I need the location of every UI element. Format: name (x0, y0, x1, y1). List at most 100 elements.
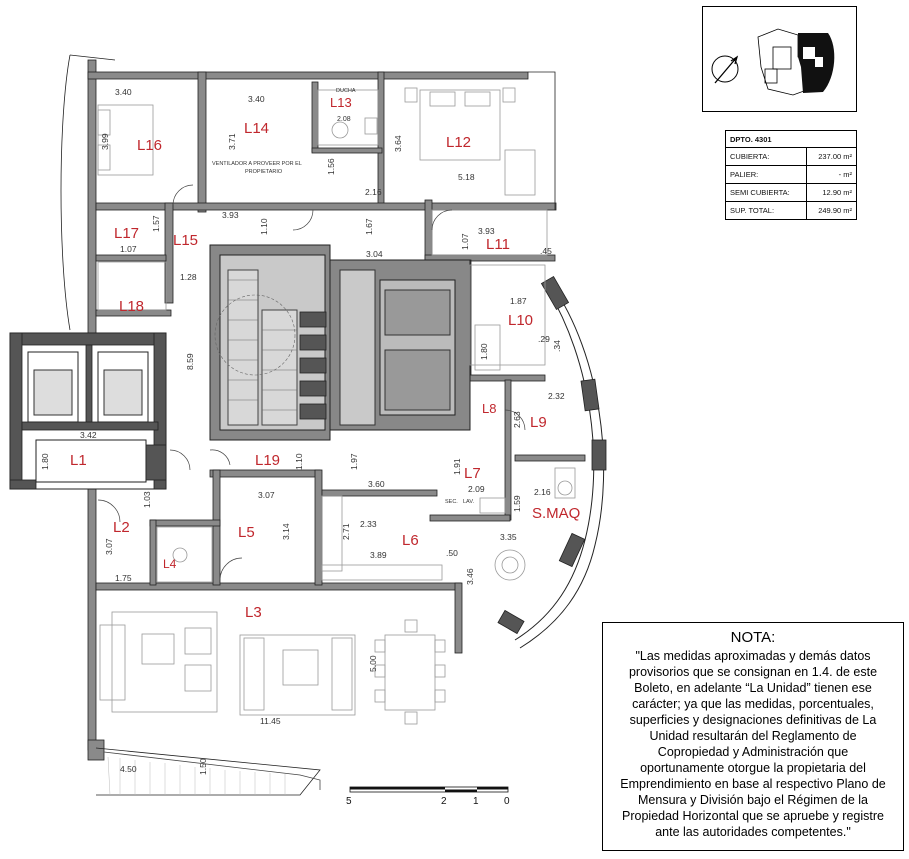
dimension: 2.63 (512, 411, 522, 428)
dimension: 3.40 (248, 94, 265, 104)
note-line: Emprendimiento en base al respectivo Pla… (620, 777, 886, 791)
scale-bar: 5 2 1 0 (346, 786, 510, 807)
dimension: 2.16 (534, 487, 551, 497)
area-label: SUP. TOTAL: (725, 201, 807, 220)
dimension: 3.42 (80, 430, 97, 440)
dimension: 1.67 (364, 218, 374, 235)
area-label: SEMI CUBIERTA: (725, 183, 807, 202)
note-line: Unidad resultarán del Reglamento de (649, 729, 857, 743)
room-smaq: S.MAQ (532, 505, 580, 522)
lav-label: LAV. (463, 499, 474, 505)
dimension: 3.60 (368, 479, 385, 489)
room-l14: L14 (244, 120, 269, 137)
dimension: 1.56 (326, 158, 336, 175)
room-labels: L1 L2 L3 L4 L5 L6 L7 L8 L9 L10 L11 L12 L… (70, 95, 580, 621)
room-l2: L2 (113, 519, 130, 536)
dimension: 1.03 (142, 491, 152, 508)
dimension: 3.14 (281, 523, 291, 540)
dimension: 3.71 (227, 133, 237, 150)
scale-label: 2 (441, 796, 447, 807)
elevator-lobby (9, 332, 167, 490)
legal-note-box: NOTA: "Las medidas aproximadas y demás d… (602, 622, 904, 851)
dimension: 2.33 (360, 519, 377, 529)
dimension: 3.07 (258, 490, 275, 500)
sec-label: SEC. (445, 499, 458, 505)
dimension: 1.75 (115, 573, 132, 583)
ventilador-note-line2: PROPIETARIO (245, 169, 283, 175)
room-l17: L17 (114, 225, 139, 242)
dimension: 1.07 (460, 233, 470, 250)
exterior-walls (60, 54, 607, 796)
dimension: 1.80 (40, 453, 50, 470)
dimension: 11.45 (260, 716, 281, 726)
dimension: 3.93 (222, 210, 239, 220)
note-line: superficies y designaciones definitivas … (629, 713, 877, 727)
dimension: 3.07 (104, 538, 114, 555)
dimension: 5.18 (458, 172, 475, 182)
dimension: 1.91 (452, 458, 462, 475)
note-line: Mensura y División bajo el Régimen de la (638, 793, 868, 807)
room-l16: L16 (137, 137, 162, 154)
note-line: Propiedad Horizontal que se apruebe y re… (622, 809, 884, 823)
area-label: CUBIERTA: (725, 147, 807, 166)
dimension: 1.80 (479, 343, 489, 360)
dimension: 1.50 (198, 758, 208, 775)
dimension: 1.07 (120, 244, 137, 254)
dimension: 3.93 (478, 226, 495, 236)
dimension: 3.64 (393, 135, 403, 152)
room-l19: L19 (255, 452, 280, 469)
dimension: 8.59 (185, 353, 195, 370)
ventilador-note-line1: VENTILADOR A PROVEER POR EL (212, 161, 302, 167)
room-l8: L8 (482, 401, 496, 416)
dimension: 2.71 (341, 523, 351, 540)
note-line: Copropiedad y Administración que (657, 745, 849, 759)
room-l10: L10 (508, 312, 533, 329)
dimension: 5.00 (368, 655, 378, 672)
building-core (209, 244, 471, 441)
dimension: 2.08 (337, 116, 351, 123)
room-l6: L6 (402, 532, 419, 549)
key-plan (702, 6, 857, 112)
note-line: Boleto, en adelante “La Unidad” tienen e… (634, 681, 872, 695)
north-arrow-icon (714, 55, 739, 84)
room-l15: L15 (173, 232, 198, 249)
dimension: 1.97 (349, 453, 359, 470)
plan-annotations: VENTILADOR A PROVEER POR EL PROPIETARIO … (212, 88, 474, 505)
room-l3: L3 (245, 604, 262, 621)
area-value: 12.90 m² (805, 183, 858, 202)
dimension: 1.10 (294, 453, 304, 470)
scale-label: 5 (346, 796, 352, 807)
dimension: 1.57 (151, 215, 161, 232)
room-l13: L13 (330, 95, 352, 110)
note-title: NOTA: (730, 629, 776, 646)
ducha-label: DUCHA (336, 88, 356, 94)
dimension: 4.50 (120, 764, 137, 774)
dimension: 3.99 (100, 133, 110, 150)
area-value: - m² (805, 165, 858, 184)
interior-walls (95, 81, 586, 586)
room-l11: L11 (486, 236, 510, 253)
room-l9: L9 (530, 414, 547, 431)
dimension: 3.40 (115, 87, 132, 97)
note-line: "Las medidas aproximadas y demás datos (635, 649, 871, 663)
room-l12: L12 (446, 134, 471, 151)
dimension: 3.04 (366, 249, 383, 259)
doors (97, 184, 526, 581)
room-l4: L4 (163, 557, 177, 571)
dimension-labels: 3.40 3.99 3.40 3.71 2.08 3.64 5.18 1.56 … (40, 87, 565, 775)
balcony (103, 751, 321, 796)
dimension: 1.10 (259, 218, 269, 235)
dimension: 3.35 (500, 532, 517, 542)
room-l7: L7 (464, 465, 481, 482)
room-l5: L5 (238, 524, 255, 541)
note-body: "Las medidas aproximadas y demás datos p… (603, 648, 903, 840)
dimension: 1.87 (510, 296, 527, 306)
note-line: ante las autoridades competentes." (655, 825, 851, 839)
dimension: 2.09 (468, 484, 485, 494)
area-label: PALIER: (725, 165, 807, 184)
area-value: 249.90 m² (805, 201, 858, 220)
dimension: 3.89 (370, 550, 387, 560)
north-compass-icon (711, 55, 739, 83)
scale-label: 0 (504, 796, 510, 807)
